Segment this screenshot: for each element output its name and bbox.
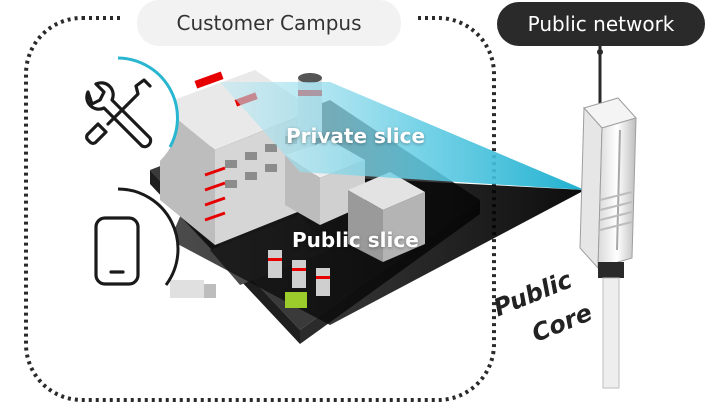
private-slice-beam <box>220 82 585 190</box>
smartphone-icon <box>94 216 140 286</box>
public-slice-label: Public slice <box>292 228 419 252</box>
device-circle <box>58 187 180 309</box>
tools-circle <box>58 56 179 178</box>
private-slice-label: Private slice <box>286 124 426 148</box>
wrench-screwdriver-icon <box>85 78 153 149</box>
antenna-unit <box>579 97 637 389</box>
public-network-label: Public network <box>497 2 705 46</box>
customer-campus-label: Customer Campus <box>137 0 401 46</box>
